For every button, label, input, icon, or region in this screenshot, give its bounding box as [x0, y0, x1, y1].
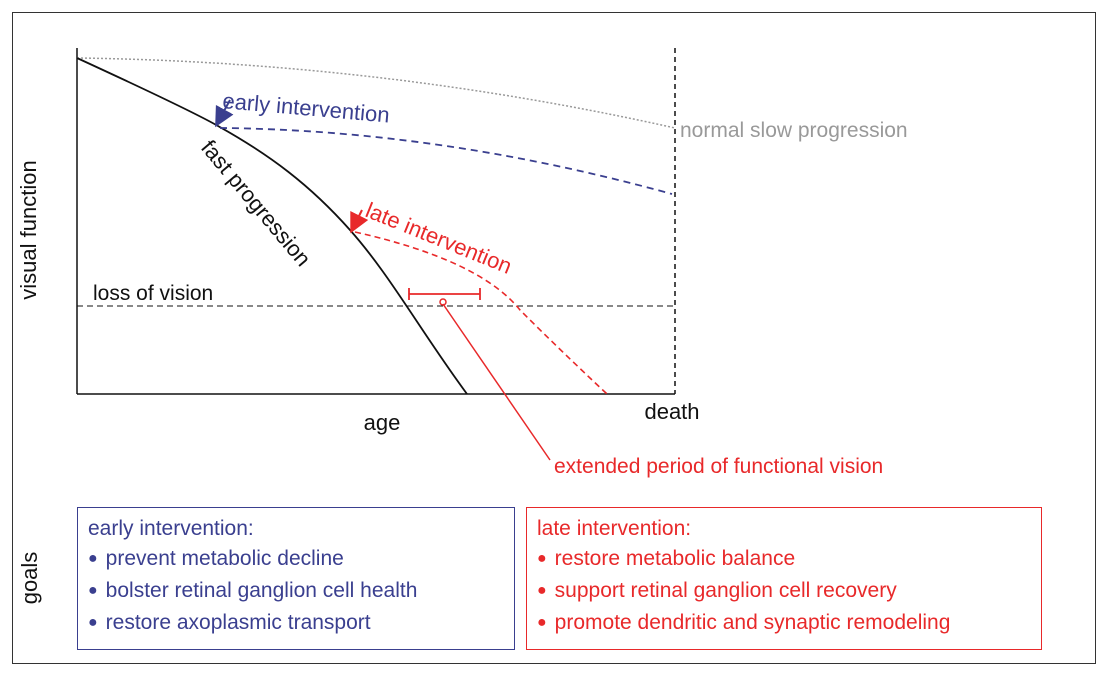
early-goals-list: prevent metabolic decline bolster retina…	[88, 544, 504, 640]
callout-line	[442, 303, 551, 461]
late-goals-title: late intervention:	[537, 517, 692, 540]
list-item: promote dendritic and synaptic remodelin…	[537, 608, 1031, 640]
early-intervention-goals-box: early intervention: prevent metabolic de…	[77, 507, 515, 650]
list-item: prevent metabolic decline	[88, 544, 504, 576]
early-intervention-label: early intervention	[222, 88, 391, 128]
y-axis-label: visual function	[16, 160, 41, 299]
figure-frame	[12, 12, 1096, 664]
loss-of-vision-label: loss of vision	[93, 282, 213, 305]
early-intervention-arrow	[215, 99, 234, 128]
late-intervention-goals-box: late intervention: restore metabolic bal…	[526, 507, 1042, 650]
progression-diagram: visual function age death loss of vision…	[16, 48, 908, 478]
fast-progression-curve	[76, 57, 468, 395]
list-item: restore metabolic balance	[537, 544, 1031, 576]
late-intervention-arrow	[350, 209, 369, 234]
normal-progression-curve	[76, 57, 676, 129]
list-item: bolster retinal ganglion cell health	[88, 576, 504, 608]
early-goals-title: early intervention:	[88, 517, 254, 540]
death-label: death	[644, 399, 699, 424]
goals-label: goals	[17, 551, 42, 605]
x-axis-label: age	[364, 410, 401, 435]
fast-progression-label: fast progression	[196, 135, 316, 271]
list-item: restore axoplasmic transport	[88, 608, 504, 640]
late-intervention-label: late intervention	[362, 197, 515, 278]
late-goals-list: restore metabolic balance support retina…	[537, 544, 1031, 640]
normal-progression-label: normal slow progression	[680, 119, 908, 142]
late-intervention-curve	[354, 231, 608, 395]
extended-period-label: extended period of functional vision	[554, 455, 883, 478]
list-item: support retinal ganglion cell recovery	[537, 576, 1031, 608]
early-intervention-curve	[219, 127, 673, 195]
